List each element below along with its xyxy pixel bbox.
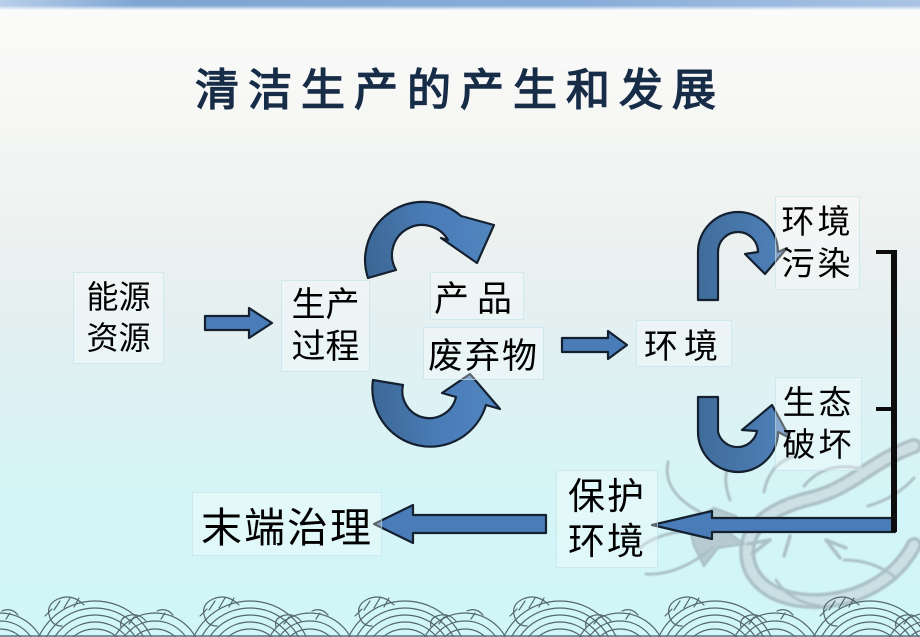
- curved-arrow-process-to-waste: [371, 372, 502, 448]
- slide-title: 清洁生产的产生和发展: [195, 65, 725, 116]
- curved-arrow-environment-to-pollution: [696, 210, 789, 302]
- node-environment: 环境: [636, 320, 732, 367]
- block-arrow-energy-to-process: [203, 306, 274, 340]
- node-ecological-damage: 生态 破坏: [775, 377, 862, 471]
- curved-arrow-environment-to-eco-damage: [696, 395, 792, 474]
- node-label-line: 环境: [781, 202, 854, 241]
- bracket-top-tick: [876, 250, 897, 254]
- bracket-middle-tick: [876, 407, 893, 411]
- node-label-line: 破坏: [782, 425, 855, 464]
- node-label-line: 生产: [291, 285, 360, 325]
- node-energy-resources: 能源 资源: [73, 272, 164, 364]
- node-product: 产品: [430, 272, 524, 320]
- node-label-line: 生态: [782, 383, 855, 422]
- node-label-line: 保护: [568, 475, 646, 518]
- node-label-line: 废弃物: [427, 337, 539, 377]
- node-production-process: 生产 过程: [281, 280, 370, 372]
- node-environmental-pollution: 环境 污染: [775, 196, 860, 290]
- node-protect-environment: 保护 环境: [556, 470, 658, 568]
- node-waste: 废弃物: [423, 327, 544, 380]
- node-label-line: 资源: [86, 319, 151, 357]
- node-label-line: 产品: [433, 279, 520, 320]
- bracket-vertical-line: [891, 251, 897, 532]
- node-label-line: 污染: [781, 244, 854, 283]
- node-label-line: 末端治理: [201, 504, 373, 552]
- block-arrow-waste-to-environment: [560, 329, 629, 361]
- block-arrow-protect-to-end-treatment: [372, 503, 548, 545]
- node-label-line: 环境: [568, 520, 646, 563]
- wave-border: [0, 585, 920, 637]
- curved-arrow-process-to-product: [364, 200, 496, 280]
- bracket-connector: [876, 250, 897, 532]
- node-label-line: 能源: [86, 278, 151, 316]
- top-accent-bar: [0, 0, 920, 10]
- node-label-line: 环境: [644, 327, 724, 367]
- node-end-of-pipe-treatment: 末端治理: [192, 492, 382, 556]
- node-label-line: 过程: [291, 327, 360, 367]
